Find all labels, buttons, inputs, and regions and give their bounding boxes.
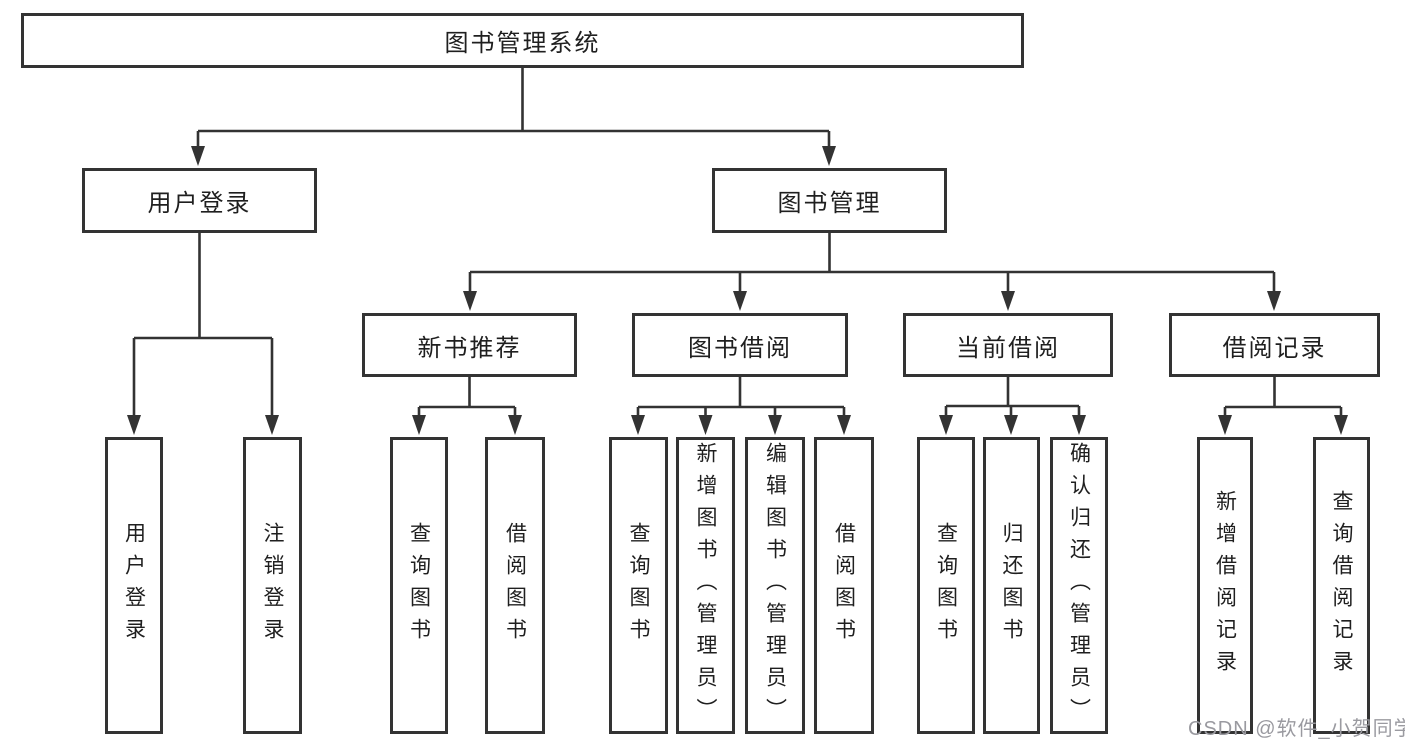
node-library-management-system: 图书管理系统 [21, 13, 1024, 68]
node-label: 当前借阅 [956, 334, 1060, 362]
arrow-down-icon [733, 291, 747, 311]
leaf-user-login: 用户登录 [105, 437, 163, 734]
leaf-borrow-book: 借阅图书 [485, 437, 545, 734]
node-user-login: 用户登录 [82, 168, 317, 233]
node-book-management: 图书管理 [712, 168, 947, 233]
arrow-down-icon [1218, 415, 1232, 435]
arrow-down-icon [412, 415, 426, 435]
leaf-query-book: 查询图书 [609, 437, 668, 734]
node-label: 新书推荐 [417, 334, 522, 362]
node-label: 归还图书 [1000, 521, 1024, 650]
node-borrow-records: 借阅记录 [1169, 313, 1380, 377]
node-label: 图书借阅 [688, 334, 792, 362]
leaf-add-borrow-record: 新增借阅记录 [1197, 437, 1253, 734]
node-label: 图书管理系统 [444, 30, 601, 57]
csdn-watermark: CSDN @软件_小贺同学 [1188, 718, 1405, 740]
node-book-borrow: 图书借阅 [632, 313, 848, 377]
arrow-down-icon [508, 415, 522, 435]
node-label: 查询借阅记录 [1330, 489, 1354, 682]
node-label: 编辑图书（管理员） [763, 441, 787, 730]
node-label: 借阅记录 [1222, 334, 1327, 362]
node-label: 查询图书 [407, 521, 431, 650]
node-label: 借阅图书 [503, 521, 527, 650]
arrow-down-icon [631, 415, 645, 435]
node-label: 新增图书（管理员） [694, 441, 718, 730]
arrow-down-icon [1004, 415, 1018, 435]
leaf-query-book: 查询图书 [390, 437, 448, 734]
node-label: 借阅图书 [832, 521, 856, 650]
arrow-down-icon [1267, 291, 1281, 311]
leaf-query-book: 查询图书 [917, 437, 975, 734]
node-label: 用户登录 [122, 521, 146, 650]
arrow-down-icon [768, 415, 782, 435]
leaf-confirm-return-admin: 确认归还（管理员） [1050, 437, 1108, 734]
leaf-borrow-book: 借阅图书 [814, 437, 874, 734]
arrow-down-icon [822, 146, 836, 166]
arrow-down-icon [1334, 415, 1348, 435]
arrow-down-icon [837, 415, 851, 435]
node-label: 查询图书 [934, 521, 958, 650]
leaf-add-book-admin: 新增图书（管理员） [676, 437, 735, 734]
leaf-logout: 注销登录 [243, 437, 302, 734]
arrow-down-icon [127, 415, 141, 435]
node-label: 注销登录 [261, 521, 285, 650]
node-label: 确认归还（管理员） [1067, 441, 1091, 730]
leaf-return-book: 归还图书 [983, 437, 1040, 734]
node-current-borrow: 当前借阅 [903, 313, 1113, 377]
node-label: 新增借阅记录 [1213, 489, 1237, 682]
node-new-book-recommend: 新书推荐 [362, 313, 577, 377]
arrow-down-icon [463, 291, 477, 311]
leaf-query-borrow-record: 查询借阅记录 [1313, 437, 1370, 734]
arrow-down-icon [1001, 291, 1015, 311]
leaf-edit-book-admin: 编辑图书（管理员） [745, 437, 805, 734]
arrow-down-icon [939, 415, 953, 435]
node-label: 图书管理 [777, 190, 882, 217]
arrow-down-icon [265, 415, 279, 435]
arrow-down-icon [1072, 415, 1086, 435]
arrow-down-icon [698, 415, 713, 435]
node-label: 查询图书 [627, 521, 651, 650]
node-label: 用户登录 [147, 190, 252, 217]
arrow-down-icon [191, 146, 205, 166]
